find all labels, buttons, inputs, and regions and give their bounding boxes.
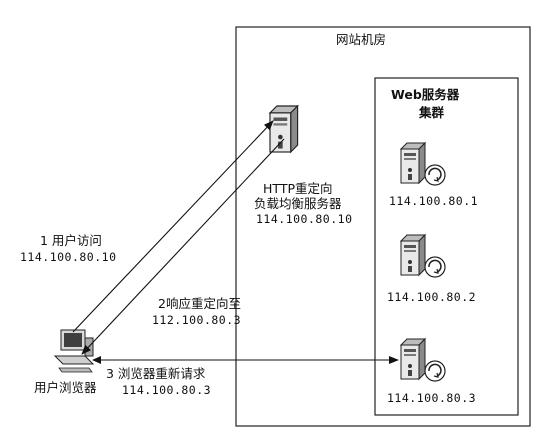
web-server-3-ip: 114.100.80.3: [387, 391, 477, 405]
step1-label: 1 用户访问: [40, 233, 102, 248]
step3-label: 3 浏览器重新请求: [106, 366, 206, 381]
user-computer-icon: [53, 329, 95, 373]
web-server-1-icon: [400, 142, 446, 186]
web-server-3-icon: [400, 338, 446, 382]
step2-label: 2响应重定向至: [158, 296, 241, 311]
load-balancer-label-line2: 负载均衡服务器: [254, 196, 342, 211]
web-server-1-ip: 114.100.80.1: [389, 194, 479, 208]
arrow-step2-redirect: [81, 138, 285, 355]
step2-ip: 112.100.80.3: [152, 313, 242, 327]
step3-ip: 114.100.80.3: [122, 383, 212, 397]
load-balancer-server-icon: [269, 105, 299, 153]
cluster-title-line2: 集群: [419, 105, 445, 120]
cluster-box: [374, 77, 519, 416]
arrow-step1-user-access: [72, 120, 274, 333]
room-box: [235, 26, 531, 427]
step1-ip: 114.100.80.10: [20, 250, 117, 264]
web-server-2-icon: [400, 234, 446, 278]
load-balancer-label-line1: HTTP重定向: [263, 181, 333, 196]
load-balancer-ip: 114.100.80.10: [256, 212, 353, 226]
user-browser-label: 用户浏览器: [34, 380, 97, 395]
web-server-2-ip: 114.100.80.2: [387, 290, 477, 304]
cluster-title-line1: Web服务器: [391, 87, 460, 102]
room-title: 网站机房: [336, 32, 387, 47]
